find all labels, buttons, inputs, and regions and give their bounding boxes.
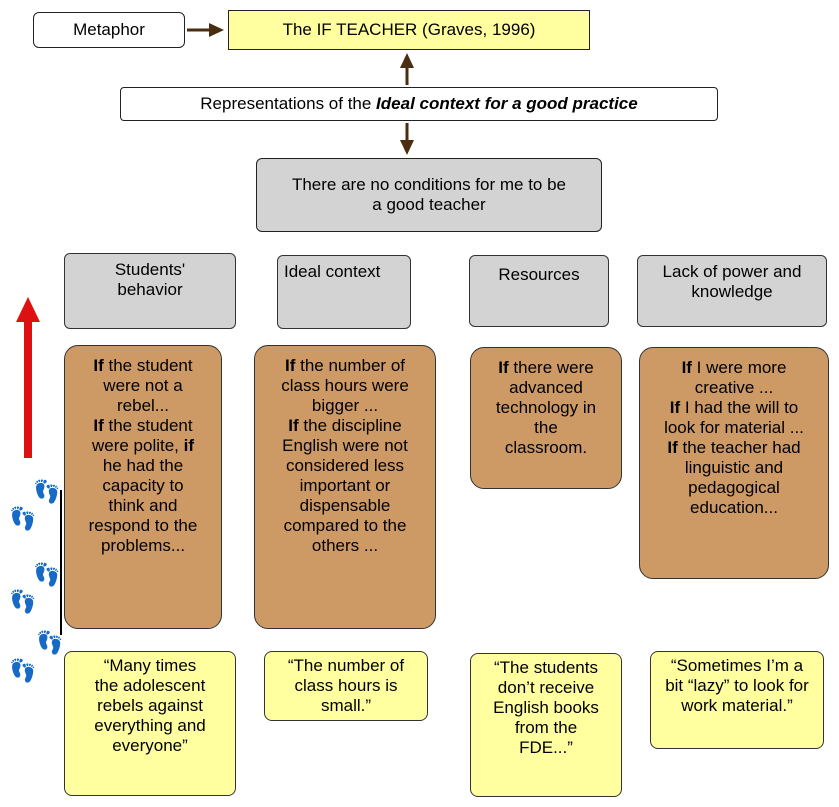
footprint-icon: 👣 (9, 590, 37, 615)
metaphor-box: Metaphor (33, 12, 185, 48)
quote-line: class hours is (294, 676, 398, 695)
condition-line: If I were more (681, 358, 787, 377)
footprint-icon: 👣 (33, 563, 61, 588)
condition-line: were not a (103, 376, 183, 395)
metaphor-label: Metaphor (73, 20, 145, 39)
category-resources: Resources (469, 255, 609, 327)
condition-line: If the teacher had (667, 438, 801, 457)
category-lack-of-power: Lack of power and knowledge (637, 255, 827, 327)
condition-line: technology in (495, 398, 597, 417)
red-arrowhead (16, 297, 40, 322)
diagram-title: The IF TEACHER (Graves, 1996) (282, 20, 536, 39)
arrowhead-down (400, 140, 414, 155)
condition-line: he had the (102, 456, 184, 475)
quote-line: “Many times (103, 656, 197, 675)
quote-line: FDE...” (519, 738, 573, 757)
representations-emphasis: Ideal context for a good practice (376, 94, 638, 113)
condition-line: If I had the will to (669, 398, 799, 417)
quote-students-behavior: “Many times the adolescent rebels agains… (64, 651, 236, 796)
condition-line: look for material ... (664, 418, 804, 437)
quote-lack-of-power: “Sometimes I’m a bit “lazy” to look for … (650, 651, 824, 749)
footprint-icon: 👣 (33, 480, 61, 505)
condition-line: respond to the (88, 516, 198, 535)
quote-line: “The number of (287, 656, 405, 675)
quote-line: from the (514, 718, 578, 737)
conclusion-line-1: There are no conditions for me to be (291, 175, 567, 194)
condition-line: education... (690, 498, 778, 517)
condition-line: rebel... (117, 396, 169, 415)
representations-text: Representations of the Ideal context for… (200, 94, 637, 114)
category-students-behavior: Students' behavior (64, 253, 236, 329)
condition-line: English were not (282, 436, 408, 455)
quote-line: “The students (494, 658, 598, 677)
condition-line: linguistic and (684, 458, 784, 477)
quote-resources: “The students don’t receive English book… (470, 653, 622, 797)
footprint-icon: 👣 (36, 631, 64, 656)
quote-line: “Sometimes I’m a (670, 656, 804, 675)
category-title-line: Ideal context (284, 262, 381, 281)
footprint-icon: 👣 (9, 659, 37, 684)
category-title-line: behavior (117, 280, 183, 299)
condition-line: creative ... (694, 378, 774, 397)
condition-line: the (534, 418, 558, 437)
category-title-line: Resources (498, 265, 580, 284)
condition-line: If the number of (284, 356, 405, 375)
quote-line: everything and (94, 716, 206, 735)
conclusion-box: There are no conditions for me to be a g… (256, 158, 602, 232)
quote-ideal-context: “The number of class hours is small.” (264, 651, 428, 721)
condition-line: If the student (93, 416, 193, 435)
category-ideal-context: Ideal context (277, 255, 411, 329)
category-title-line: Students' (114, 260, 186, 279)
category-title-line: Lack of power and (662, 262, 802, 281)
condition-line: important or (299, 476, 391, 495)
condition-line: think and (108, 496, 178, 515)
quote-line: don’t receive (497, 678, 595, 697)
footprint-icon: 👣 (9, 507, 37, 532)
condition-line: If the discipline (288, 416, 402, 435)
quote-line: the adolescent (94, 676, 206, 695)
quote-line: bit “lazy” to look for (665, 676, 809, 695)
condition-line: pedagogical (688, 478, 780, 497)
category-title-line: knowledge (691, 282, 773, 301)
condition-line: classroom. (504, 438, 588, 457)
condition-line: considered less (285, 456, 405, 475)
condition-line: others ... (311, 536, 379, 555)
condition-line: problems... (100, 536, 186, 555)
quote-line: rebels against (97, 696, 203, 715)
quote-line: small.” (320, 696, 372, 715)
condition-line: compared to the (283, 516, 407, 535)
condition-line: capacity to (102, 476, 184, 495)
condition-line: advanced (509, 378, 583, 397)
condition-line: If the student (93, 356, 193, 375)
representations-box: Representations of the Ideal context for… (120, 87, 718, 121)
quote-line: everyone” (112, 736, 188, 755)
representations-prefix: Representations of the (200, 94, 377, 113)
conclusion-line-2: a good teacher (372, 195, 486, 214)
condition-line: dispensable (299, 496, 391, 515)
condition-line: If there were (498, 358, 594, 377)
condition-line: were polite, if (91, 436, 195, 455)
condition-line: class hours were (281, 376, 409, 395)
arrowhead-up (400, 53, 414, 68)
arrowhead-metaphor (209, 23, 224, 37)
title-box: The IF TEACHER (Graves, 1996) (228, 10, 590, 50)
quote-line: English books (493, 698, 599, 717)
quote-line: work material.” (681, 696, 793, 715)
condition-line: bigger ... (311, 396, 379, 415)
